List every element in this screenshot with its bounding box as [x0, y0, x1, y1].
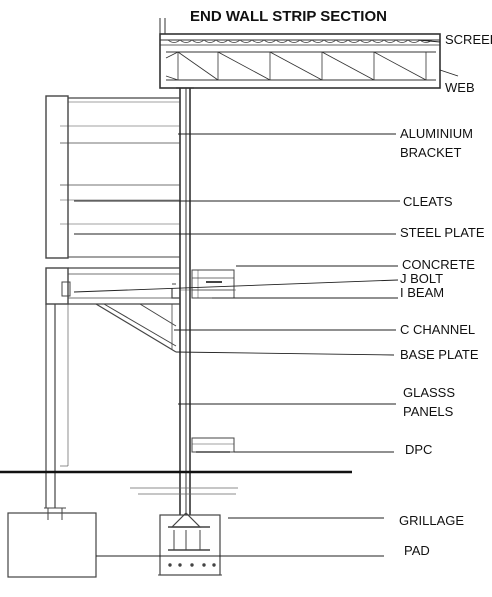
label-j-bolt: J BOLT [400, 271, 443, 286]
vertical-column [176, 87, 194, 515]
roof-slab [159, 18, 441, 89]
label-steel-plate: STEEL PLATE [400, 225, 485, 240]
diagram-title: END WALL STRIP SECTION [190, 8, 387, 25]
label-pad: PAD [404, 543, 430, 558]
label-grillage: GRILLAGE [399, 513, 464, 528]
label-i-beam: I BEAM [400, 285, 444, 300]
left-footing [7, 507, 97, 578]
label-c-channel: C CHANNEL [400, 322, 475, 337]
beam-assembly [45, 267, 236, 353]
label-bracket: BRACKET [400, 145, 461, 160]
label-panels: PANELS [403, 404, 454, 419]
dpc-detail [191, 437, 235, 453]
upper-wall-panel [45, 95, 180, 259]
label-dpc: DPC [405, 442, 432, 457]
label-aluminium: ALUMINIUM [400, 126, 473, 141]
label-base-plate: BASE PLATE [400, 347, 479, 362]
ground-hatch [130, 487, 238, 495]
lower-posts [45, 304, 69, 508]
label-glasss: GLASSS [403, 385, 455, 400]
right-footing [158, 512, 222, 576]
label-cleats: CLEATS [403, 194, 453, 209]
label-concrete: CONCRETE [402, 257, 475, 272]
label-web: WEB [445, 80, 475, 95]
label-screed: SCREED [445, 32, 492, 47]
leader-lines [73, 39, 459, 557]
